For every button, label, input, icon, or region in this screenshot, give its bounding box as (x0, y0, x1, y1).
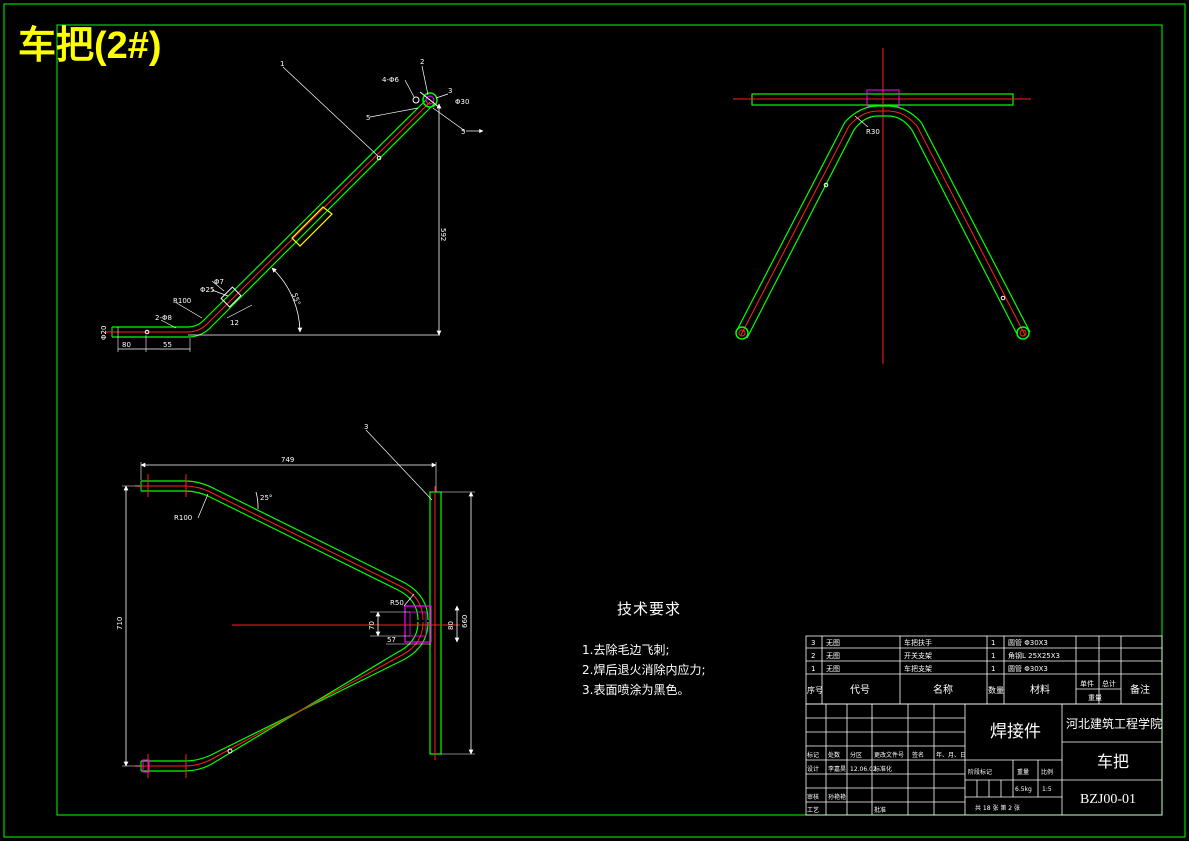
svg-text:处数: 处数 (828, 751, 840, 759)
bom-row: 2 无图 开关支架 1 角钢L 25X25X3 (811, 651, 1060, 660)
tech-item: 2.焊后退火消除内应力; (582, 663, 706, 677)
front-view (733, 48, 1031, 364)
svg-text:无图: 无图 (826, 639, 840, 647)
svg-text:孙艳艳: 孙艳艳 (828, 793, 846, 801)
svg-text:代号: 代号 (850, 684, 870, 696)
svg-text:无图: 无图 (826, 665, 840, 673)
dim-55: 55 (163, 341, 172, 349)
svg-text:1: 1 (991, 639, 995, 647)
bom-header: 序号 代号 名称 数量 材料 单件 总计 重量 备注 (807, 679, 1150, 702)
svg-text:工艺: 工艺 (807, 806, 819, 814)
balloon-5a: 5 (366, 114, 370, 122)
dim-r100-plan: R100 (174, 514, 192, 522)
svg-text:重量: 重量 (1017, 768, 1029, 776)
drawing-number: BZJ00-01 (1080, 792, 1136, 807)
tech-item: 1.去除毛边飞刺; (582, 643, 670, 657)
dim-710: 710 (116, 617, 124, 630)
svg-text:车把支架: 车把支架 (904, 664, 932, 673)
dim-12: 12 (230, 319, 239, 327)
svg-text:备注: 备注 (1130, 683, 1150, 696)
svg-text:序号: 序号 (807, 685, 823, 695)
dim-592: 592 (439, 228, 447, 241)
svg-text:数量: 数量 (988, 685, 1004, 695)
svg-text:重量: 重量 (1088, 694, 1102, 702)
dim-4-holes: 4-Φ6 (382, 76, 399, 84)
tech-item: 3.表面喷涂为黑色。 (582, 683, 690, 697)
svg-text:签名: 签名 (912, 751, 924, 759)
bom-row: 3 无图 车把扶手 1 圆管 Φ30X3 (811, 638, 1048, 647)
dim-80-plan: 80 (447, 621, 455, 630)
dim-d30: Φ30 (455, 98, 469, 106)
svg-text:无图: 无图 (826, 652, 840, 660)
balloon-3-plan: 3 (364, 423, 368, 431)
side-view-labels: 1 2 3 5 5 4-Φ6 Φ30 592 55° Φ7 Φ25 R100 2… (100, 58, 469, 349)
dim-80: 80 (122, 341, 131, 349)
svg-text:1:5: 1:5 (1042, 786, 1052, 793)
svg-text:12.06.02: 12.06.02 (850, 766, 877, 773)
dim-55deg: 55° (290, 292, 302, 306)
school-name: 河北建筑工程学院 (1066, 716, 1162, 731)
svg-text:1: 1 (991, 652, 995, 660)
dim-57: 57 (387, 636, 396, 644)
balloon-2: 2 (420, 58, 424, 66)
svg-text:圆管 Φ30X3: 圆管 Φ30X3 (1008, 664, 1048, 673)
svg-text:角钢L 25X25X3: 角钢L 25X25X3 (1008, 651, 1060, 660)
title-block (805, 703, 1163, 816)
svg-text:单件: 单件 (1080, 679, 1094, 688)
tech-heading: 技术要求 (617, 600, 682, 618)
dim-70: 70 (368, 621, 376, 630)
svg-text:3: 3 (811, 639, 815, 647)
dim-749: 749 (281, 456, 294, 464)
svg-text:李嘉昊: 李嘉昊 (828, 765, 846, 773)
dim-d20: Φ20 (100, 326, 108, 340)
svg-text:车把扶手: 车把扶手 (904, 638, 932, 647)
svg-text:开关支架: 开关支架 (904, 651, 932, 660)
svg-text:标记: 标记 (807, 751, 819, 759)
dim-r100: R100 (173, 297, 191, 305)
dim-660: 660 (461, 615, 469, 628)
plan-view-labels: 3 749 710 660 R100 25° R50 70 80 57 (116, 423, 469, 644)
svg-text:1: 1 (991, 665, 995, 673)
dim-r30: R30 (866, 128, 880, 136)
dim-d25: Φ25 (200, 286, 214, 294)
title-block-text: 焊接件 河北建筑工程学院 车把 BZJ00-01 标记 处数 分区 更改文件号 … (807, 716, 1162, 814)
svg-text:批准: 批准 (874, 806, 886, 814)
svg-text:更改文件号: 更改文件号 (874, 751, 904, 759)
svg-text:年、月、日: 年、月、日 (936, 751, 966, 759)
product-type: 焊接件 (990, 722, 1041, 742)
svg-text:分区: 分区 (850, 751, 862, 759)
svg-text:圆管 Φ30X3: 圆管 Φ30X3 (1008, 638, 1048, 647)
svg-text:比例: 比例 (1041, 768, 1053, 776)
dim-d7: Φ7 (214, 278, 224, 286)
dim-25deg: 25° (260, 494, 272, 502)
balloon-1: 1 (280, 60, 284, 68)
svg-text:共 18 张 第 2 张: 共 18 张 第 2 张 (975, 804, 1020, 812)
balloon-5b: 5 (461, 128, 465, 136)
page-title: 车把(2#) (18, 25, 162, 67)
svg-text:审核: 审核 (807, 793, 819, 801)
outer-frame (3, 3, 1186, 838)
bom-row: 1 无图 车把支架 1 圆管 Φ30X3 (811, 664, 1048, 673)
balloon-3: 3 (448, 87, 452, 95)
side-view (105, 65, 484, 352)
svg-text:1: 1 (811, 665, 815, 673)
part-name: 车把 (1097, 752, 1129, 771)
plan-view (122, 429, 475, 778)
svg-text:设计: 设计 (807, 765, 819, 773)
svg-text:6.5kg: 6.5kg (1015, 786, 1032, 793)
svg-text:阶段标记: 阶段标记 (968, 768, 992, 776)
svg-text:2: 2 (811, 652, 815, 660)
bom-rows: 3 无图 车把扶手 1 圆管 Φ30X3 2 无图 开关支架 1 角钢L 25X… (807, 638, 1150, 702)
svg-text:标准化: 标准化 (874, 765, 892, 773)
svg-text:名称: 名称 (933, 683, 953, 696)
dim-r50: R50 (390, 599, 404, 607)
dim-2-holes: 2-Φ8 (155, 314, 172, 322)
inner-frame (56, 24, 1163, 816)
svg-text:总计: 总计 (1102, 679, 1116, 688)
svg-text:材料: 材料 (1030, 683, 1050, 696)
technical-requirements: 技术要求 1.去除毛边飞刺; 2.焊后退火消除内应力; 3.表面喷涂为黑色。 (582, 598, 706, 701)
